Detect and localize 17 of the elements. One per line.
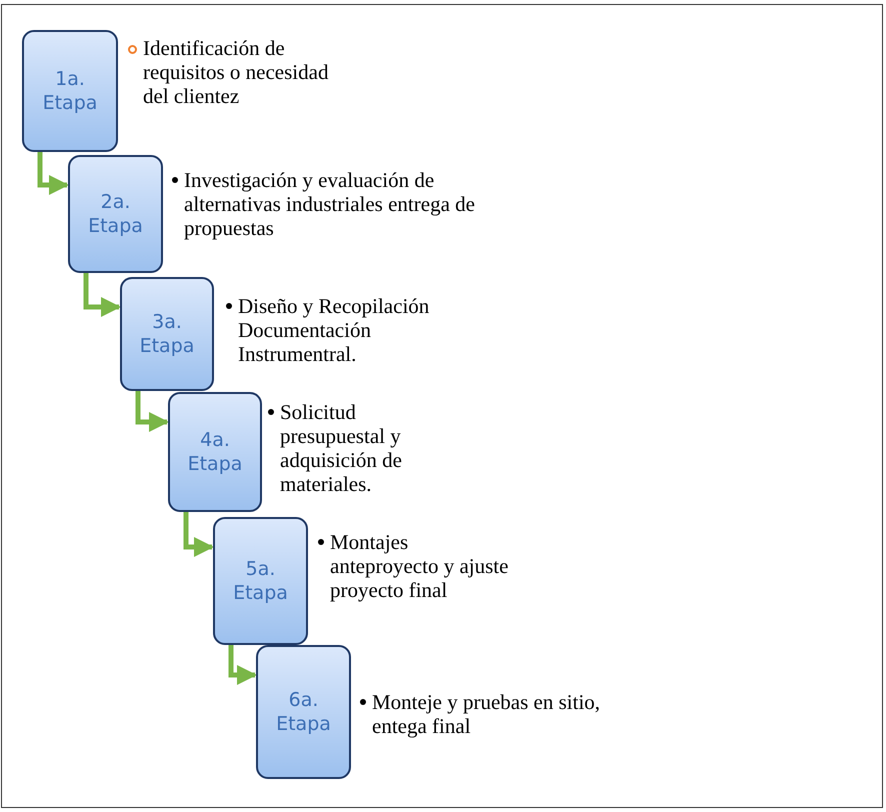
stage-box: 5a. Etapa [213, 517, 308, 645]
stage-box: 3a. Etapa [120, 277, 214, 391]
bent-arrow [136, 391, 169, 432]
bent-arrow [84, 273, 121, 317]
stage-description: Identificación de requisitos o necesidad del clientez [143, 36, 330, 108]
stage-description: Monteje y pruebas en sitio, entega final [372, 690, 602, 738]
bent-arrow [228, 645, 257, 685]
stage-description: Diseño y Recopilación Documentación Instrumentral. [238, 294, 430, 366]
stage-box: 6a. Etapa [256, 645, 351, 779]
stage-box: 2a. Etapa [68, 155, 163, 273]
stage-box: 4a. Etapa [168, 392, 262, 512]
stage-description: Investigación y evaluación de alternativas industriales entrega de propuestas [184, 168, 476, 240]
stage-box: 1a. Etapa [22, 30, 118, 152]
bent-arrow [38, 152, 69, 195]
stage-description: Montajes anteproyecto y ajuste proyecto final [330, 530, 510, 602]
bent-arrow [184, 512, 214, 557]
stage-description: Solicitud presupuestal y adquisición de materiales. [280, 400, 403, 496]
